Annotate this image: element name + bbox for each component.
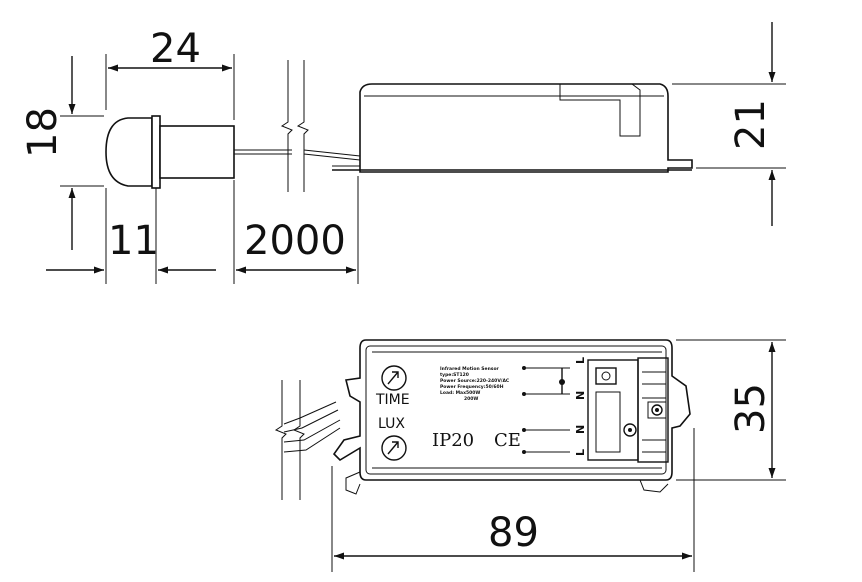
- lux-arrow-icon: [387, 441, 399, 455]
- spec-text-block: Infrared Motion Sensor type:ST120 Power …: [440, 366, 510, 402]
- spec-line: Infrared Motion Sensor: [440, 366, 500, 372]
- time-label: TIME: [375, 392, 410, 408]
- wiring-leaders: [522, 366, 570, 454]
- sensor-dome: [105, 117, 153, 187]
- lux-knob[interactable]: [381, 435, 407, 461]
- spec-line: Power Source:220-240V/AC: [440, 378, 510, 384]
- dim-sensor-height: 18: [20, 107, 66, 158]
- top-view: TIME LUX Infrared Motion Sensor type:ST1…: [274, 339, 786, 572]
- dim-lens-length: 11: [108, 218, 159, 264]
- spec-line: Load: Max500W: [440, 390, 480, 396]
- terminal-label: N: [574, 391, 587, 400]
- side-view: 24 18 11 2000 21: [20, 22, 786, 284]
- sensor-collar: [151, 115, 161, 189]
- dim-sensor-length: 24: [150, 26, 201, 72]
- spec-line: Power Frequency:50/60H: [440, 384, 504, 390]
- terminal-label: L: [574, 357, 587, 364]
- terminal-block: [587, 357, 669, 463]
- dim-box-width: 35: [728, 383, 774, 434]
- ip-rating: IP20: [432, 430, 474, 451]
- dim-cable-length: 2000: [244, 218, 346, 264]
- ce-mark: CE: [494, 430, 521, 451]
- terminal-label: N: [574, 425, 587, 434]
- box-side-outline: [359, 83, 693, 173]
- box-top-outline: [332, 339, 691, 481]
- time-knob[interactable]: [381, 365, 407, 391]
- time-arrow-icon: [387, 371, 399, 385]
- lux-label: LUX: [378, 416, 405, 432]
- terminal-label: L: [574, 449, 587, 456]
- dim-box-length: 89: [488, 510, 539, 556]
- sensor-barrel: [159, 125, 235, 179]
- dim-box-height: 21: [728, 99, 774, 150]
- spec-line: type:ST120: [440, 372, 469, 378]
- spec-line: 200W: [464, 396, 478, 402]
